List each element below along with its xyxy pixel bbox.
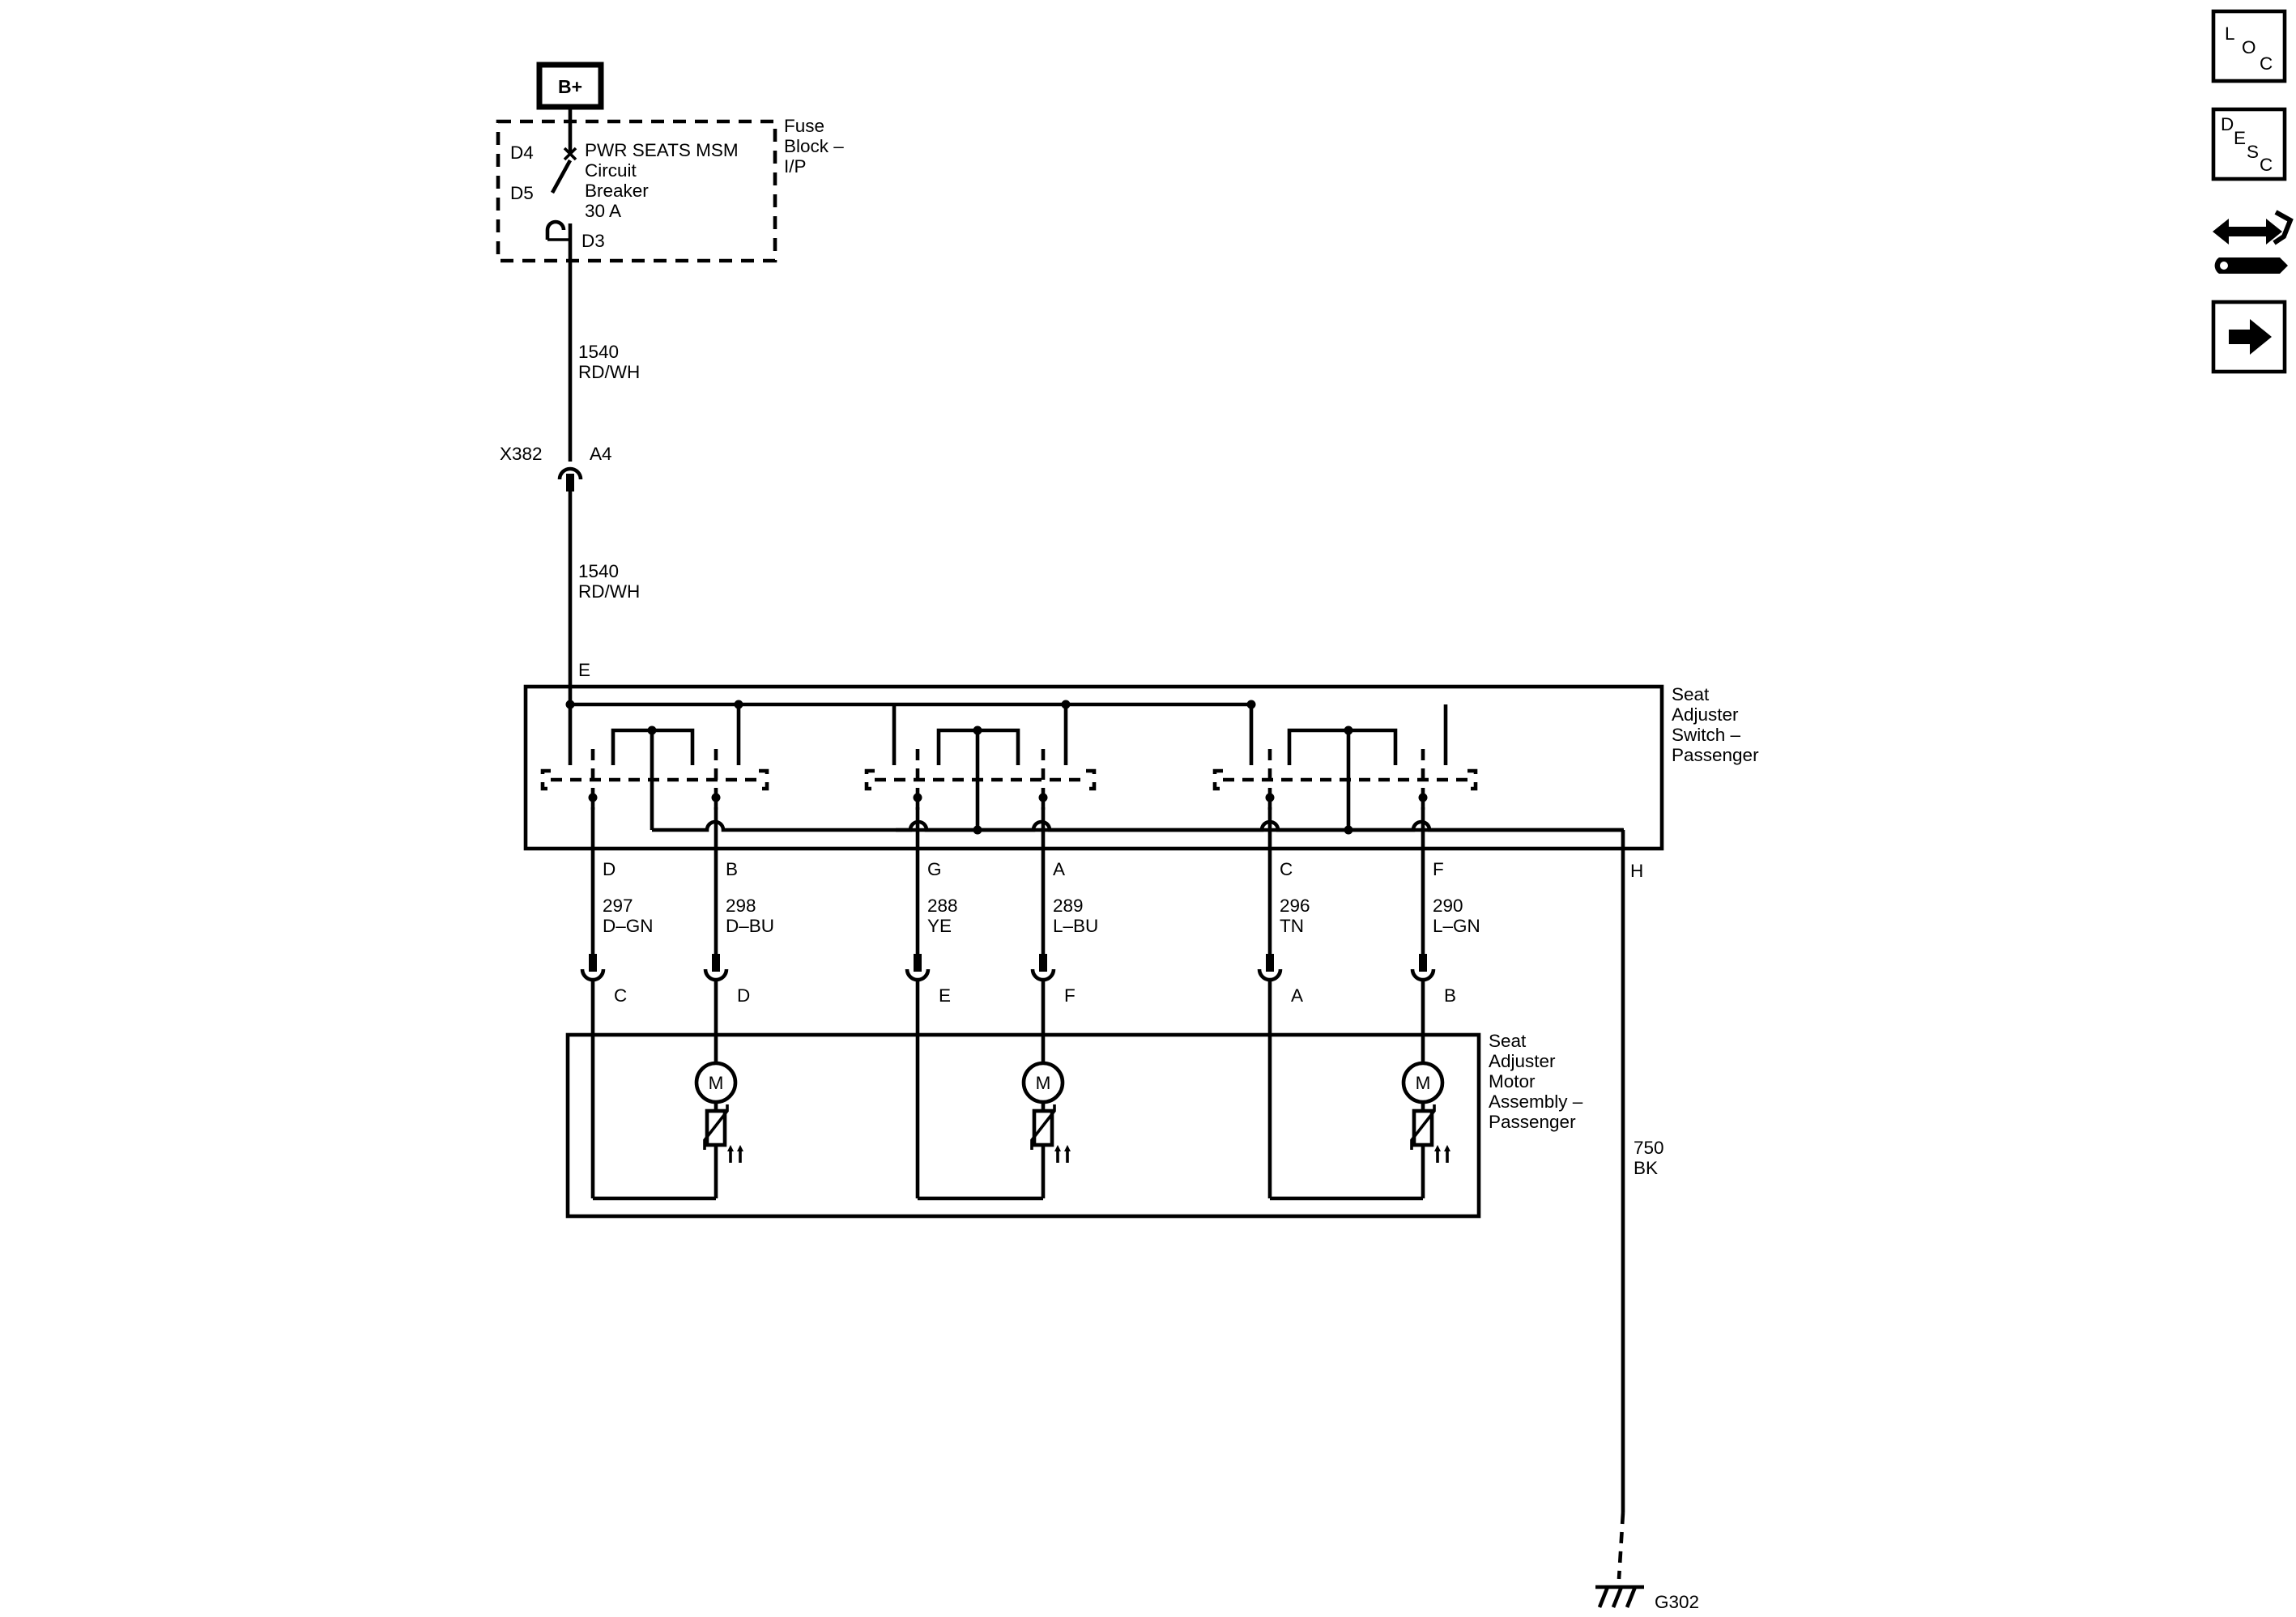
circuit-breaker-symbol [545, 146, 577, 243]
nav-loc-button[interactable]: L O C [2211, 9, 2287, 83]
seat-motor-3: M [1270, 1061, 1450, 1201]
fuse-block-title-1: Fuse [784, 116, 824, 136]
breaker-label-4: 30 A [585, 201, 621, 221]
motor-pin-E: E [939, 985, 951, 1006]
sensor-arrows-icon [1434, 1145, 1450, 1163]
motor-symbol-label: M [1036, 1073, 1051, 1093]
wire-1540-upper-color: RD/WH [578, 362, 640, 382]
desc-letter-d: D [2221, 114, 2234, 134]
switch-pin-e: E [578, 660, 590, 680]
motor-pin-A: A [1291, 985, 1303, 1006]
motor-pin-D: D [737, 985, 750, 1006]
wire-1540-lower-circuit: 1540 [578, 561, 619, 581]
switch-section-2 [864, 704, 1097, 830]
motor-symbol-label: M [1416, 1073, 1431, 1093]
wire-750-circuit: 750 [1634, 1138, 1664, 1158]
motor-pin-F: F [1064, 985, 1076, 1006]
sensor-arrows-icon [727, 1145, 743, 1163]
desc-letter-c: C [2260, 155, 2273, 175]
switch-title-1: Seat [1672, 684, 1710, 704]
seat-adjuster-motor-assembly-passenger: Seat Adjuster Motor Assembly – Passenger… [565, 1031, 1583, 1219]
seat-motor-2: M [918, 1061, 1071, 1201]
wire-circuit-298: 298 [726, 896, 756, 916]
wire-color-290: L–GN [1433, 916, 1480, 936]
wire-circuit-288: 288 [927, 896, 958, 916]
motor-assembly-title-4: Assembly – [1489, 1091, 1583, 1112]
pin-d3: D3 [581, 231, 605, 251]
motor-assembly-title-3: Motor [1489, 1071, 1536, 1091]
connector-x382-name: X382 [500, 444, 543, 464]
wire-circuit-290: 290 [1433, 896, 1463, 916]
desc-letter-s: S [2247, 142, 2259, 162]
switch-pin-F: F [1433, 859, 1444, 879]
sensor-arrows-icon [1054, 1145, 1071, 1163]
breaker-label-2: Circuit [585, 160, 637, 181]
motor-symbol-label: M [709, 1073, 724, 1093]
connector-x382-pin: A4 [590, 444, 612, 464]
switch-title-2: Adjuster [1672, 704, 1739, 725]
wire-circuit-297: 297 [603, 896, 633, 916]
wire-1540-lower-color: RD/WH [578, 581, 640, 602]
switch-section-1 [540, 704, 769, 830]
wire-1540-upper-circuit: 1540 [578, 342, 619, 362]
motor-assembly-title-2: Adjuster [1489, 1051, 1556, 1071]
switch-section-3 [1212, 704, 1478, 830]
ground-circuit: 750 BK G302 [896, 828, 1699, 1612]
pin-d5: D5 [510, 183, 534, 203]
motor-pin-B: B [1444, 985, 1456, 1006]
breaker-label-3: Breaker [585, 181, 649, 201]
loc-letter-o: O [2242, 37, 2256, 57]
wire-circuit-296: 296 [1280, 896, 1310, 916]
switch-title-3: Switch – [1672, 725, 1741, 745]
switch-pin-D: D [603, 859, 616, 879]
switch-pin-G: G [927, 859, 942, 879]
motor-assembly-title-5: Passenger [1489, 1112, 1576, 1132]
switch-title-4: Passenger [1672, 745, 1759, 765]
wire-circuit-289: 289 [1053, 896, 1084, 916]
ground-g302-label: G302 [1655, 1592, 1699, 1612]
switch-pin-A: A [1053, 859, 1065, 879]
nav-desc-button[interactable]: D E S C [2211, 107, 2287, 181]
breaker-label-1: PWR SEATS MSM [585, 140, 739, 160]
wire-750-color: BK [1634, 1158, 1658, 1178]
motor-pin-C: C [614, 985, 627, 1006]
wire-color-297: D–GN [603, 916, 654, 936]
nav-next-button[interactable] [2211, 300, 2287, 374]
fuse-block-ip: Fuse Block – I/P PWR SEATS MSM Circuit B… [496, 116, 844, 263]
wire-color-288: YE [927, 916, 952, 936]
fuse-block-title-2: Block – [784, 136, 844, 156]
loc-letter-l: L [2225, 23, 2235, 44]
connector-end-view-icon[interactable] [2213, 210, 2294, 274]
seat-adjuster-switch-passenger: Seat Adjuster Switch – Passenger E H [523, 660, 1759, 881]
wire-color-296: TN [1280, 916, 1304, 936]
wire-color-289: L–BU [1053, 916, 1098, 936]
switch-pin-B: B [726, 859, 738, 879]
wire-color-298: D–BU [726, 916, 774, 936]
seat-motor-1: M [593, 1061, 743, 1201]
switch-pin-h: H [1630, 861, 1643, 881]
fuse-block-title-3: I/P [784, 156, 807, 177]
ground-symbol-icon [1595, 1585, 1644, 1608]
connector-x382: X382 A4 [500, 444, 612, 491]
battery-positive-symbol: B+ [536, 62, 604, 110]
motor-assembly-title-1: Seat [1489, 1031, 1527, 1051]
battery-label: B+ [558, 76, 582, 97]
loc-letter-c: C [2260, 53, 2273, 74]
pin-d4: D4 [510, 143, 534, 163]
arrow-right-icon [2229, 319, 2272, 355]
switch-pin-C: C [1280, 859, 1293, 879]
desc-letter-e: E [2234, 128, 2246, 148]
